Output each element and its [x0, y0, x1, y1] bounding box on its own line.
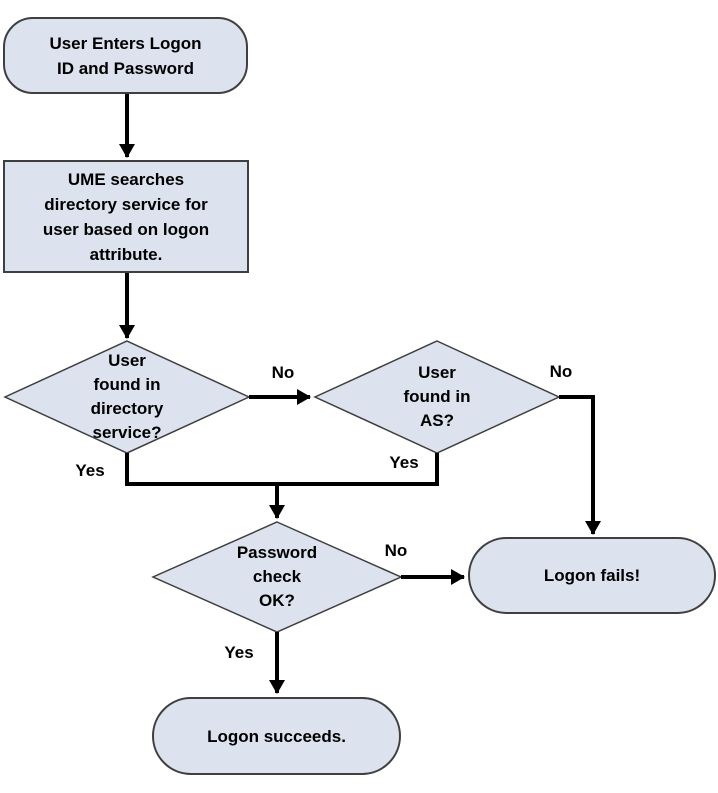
arrow-as-no-to-logon-fails: [559, 395, 601, 535]
edge-label-directory-no: No: [271, 363, 295, 382]
edge-label-password-yes: Yes: [224, 643, 254, 662]
decision-found-in-as-label: User found in AS?: [403, 363, 471, 430]
logon-fails-node: Logon fails!: [468, 537, 716, 614]
yes-merge-line: [125, 453, 439, 486]
edge-label-directory-yes: Yes: [75, 461, 105, 480]
edge-label-as-yes: Yes: [389, 453, 419, 472]
edge-label-as-no: No: [549, 362, 573, 381]
decision-found-in-directory-label: User found in directory service?: [90, 351, 164, 442]
edge-label-password-no: No: [384, 541, 408, 560]
logon-succeeds-node: Logon succeeds.: [152, 697, 401, 775]
start-node: User Enters Logon ID and Password: [3, 17, 248, 94]
decision-password-check-label: Password check OK?: [236, 543, 318, 610]
process-ume-search-node: UME searches directory service for user …: [3, 160, 249, 273]
